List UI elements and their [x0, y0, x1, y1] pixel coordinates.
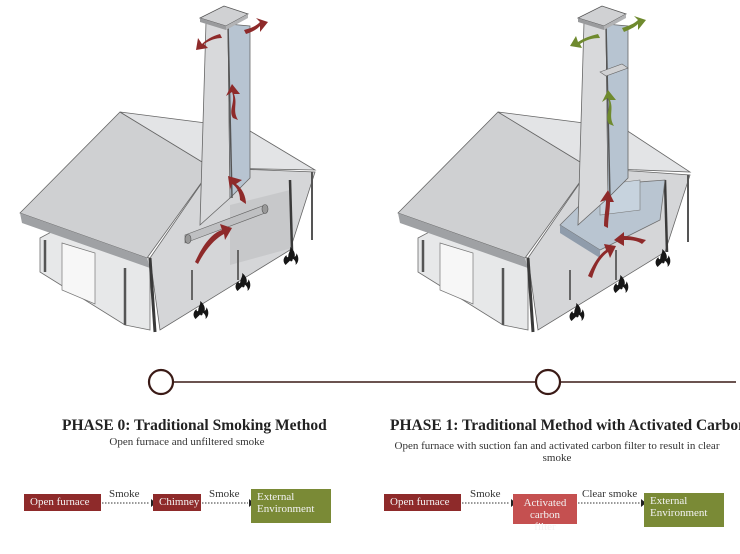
flow-box-external-environment: External Environment — [251, 489, 331, 523]
smoke-arrow-icon — [570, 16, 646, 278]
smoke-arrow-icon — [195, 18, 268, 264]
flow-connector-label: Smoke — [470, 488, 501, 500]
timeline-node-icon — [147, 368, 175, 396]
flow-box-external-environment: External Environment — [644, 493, 724, 527]
timeline-node-icon — [534, 368, 562, 396]
flow-box-open-furnace: Open furnace — [24, 494, 101, 511]
flow-connector-label: Smoke — [209, 488, 240, 500]
phase1-title: PHASE 1: Traditional Method with Activat… — [390, 417, 740, 434]
smokehouse-illustration-phase1 — [397, 5, 692, 333]
flow-connector-label: Clear smoke — [582, 488, 638, 500]
phase0-title: PHASE 0: Traditional Smoking Method — [62, 417, 327, 434]
flow-box-chimney: Chimney — [153, 494, 201, 511]
flow-box-open-furnace: Open furnace — [384, 494, 461, 511]
phase0-subtitle: Open furnace and unfiltered smoke — [109, 436, 265, 448]
phase1-subtitle: Open furnace with suction fan and activa… — [394, 440, 720, 464]
flow-connector-label: Smoke — [109, 488, 140, 500]
smokehouse-illustration-phase0 — [19, 5, 317, 333]
flow-box-activated-carbon-filter: Activated carbon filter — [513, 494, 577, 533]
